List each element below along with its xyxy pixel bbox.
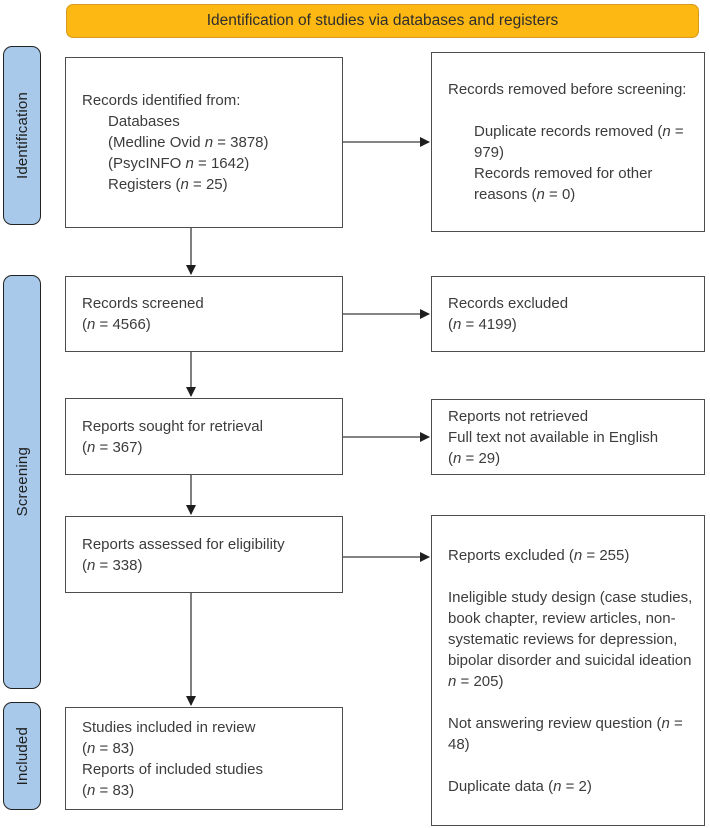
text-line: Records screened [82,295,204,312]
stage-label-included: Included [3,702,41,810]
text-line: (n = 4566) [82,316,151,333]
text-line: (n = 4199) [448,316,517,333]
box-reports-sought: Reports sought for retrieval (n = 367) [65,398,343,475]
text-line: (n = 367) [82,438,143,456]
text-line: (PsycINFO n = 1642) [108,155,250,172]
text-line: Full text not available in English [448,428,659,446]
text-line: Not answering review question (n = 48) [448,714,683,753]
text-line: Records excluded [448,295,569,312]
text-line: (Medline Ovid n = 3878) [108,134,269,151]
text-line: (n = 83) [82,781,135,799]
box-reports-excluded: Reports excluded (n = 255) Ineligible stu… [431,515,705,826]
text-line: Reports excluded (n = 255) [448,546,630,564]
text-line: Duplicate data (n = 2) [448,777,592,795]
box-records-screened: Records screened (n = 4566) [65,276,343,352]
text-line: Records identified from: [82,92,241,109]
text-line: Studies included in review [82,718,256,736]
text-line: Reports of included studies [82,760,263,778]
text-line: Duplicate records removed (n = 979) [474,123,684,161]
text-line: Databases [108,113,180,130]
text-line: Ineligible study design (case studies, b… [448,588,693,690]
text-line: Registers (n = 25) [108,176,228,193]
box-studies-included: Studies included in review (n = 83) Report… [65,707,343,810]
text-line: Reports not retrieved [448,407,589,425]
text-line: Reports sought for retrieval [82,417,263,435]
stage-label-identification: Identification [3,46,41,225]
box-records-identified: Records identified from: Databases (Medlin… [65,57,343,228]
text-line: Records removed before screening: [448,81,687,98]
stage-label-screening: Screening [3,275,41,689]
box-reports-assessed: Reports assessed for eligibility (n = 338… [65,516,343,593]
banner-title: Identification of studies via databases … [66,4,699,38]
text-line: (n = 83) [82,739,135,757]
stage-label-screening-text: Screening [13,447,31,517]
box-records-excluded: Records excluded (n = 4199) [431,276,705,352]
text-line: (n = 29) [448,449,501,467]
box-records-removed: Records removed before screening: Duplica… [431,52,705,232]
stage-label-included-text: Included [13,726,31,786]
text-line: (n = 338) [82,556,143,574]
text-line: Reports assessed for eligibility [82,535,285,553]
text-line: Records removed for other reasons (n = 0… [474,165,653,203]
banner-title-label: Identification of studies via databases … [206,12,559,29]
stage-label-identification-text: Identification [13,91,31,180]
